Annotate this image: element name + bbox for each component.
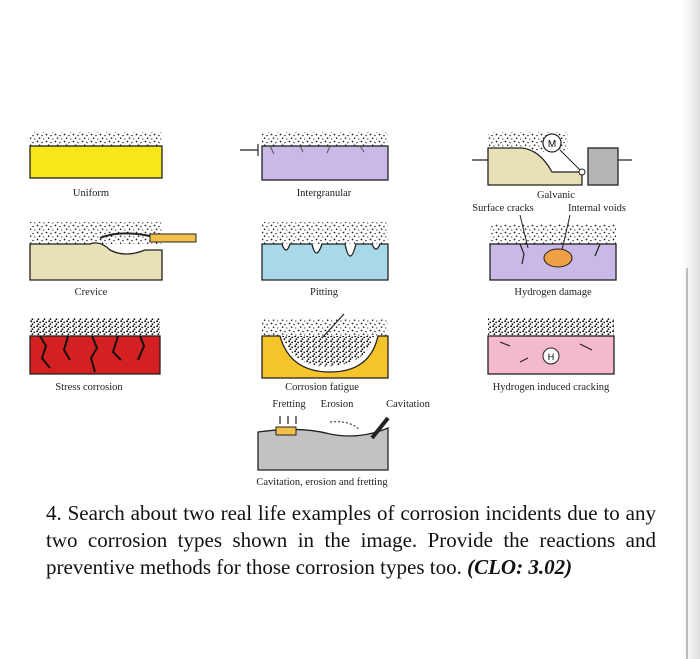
- hydrogen-cracking-panel: H: [487, 318, 615, 375]
- question-text: 4. Search about two real life examples o…: [46, 501, 656, 579]
- hydrogen-damage-panel: [489, 214, 617, 281]
- corrosion-fatigue-label: Corrosion fatigue: [285, 382, 359, 393]
- uniform-panel: [29, 132, 163, 179]
- crevice-label: Crevice: [74, 287, 108, 298]
- cavitation-erosion-fretting-label: Cavitation, erosion and fretting: [256, 477, 388, 488]
- intergranular-panel: [240, 132, 389, 181]
- cavitation-label: Cavitation: [386, 399, 430, 410]
- corrosion-fatigue-panel: [261, 313, 389, 379]
- hydrogen-induced-cracking-label: Hydrogen induced cracking: [492, 382, 610, 393]
- crevice-panel: [29, 222, 197, 281]
- clo-tag: (CLO: 3.02): [467, 555, 573, 579]
- erosion-label: Erosion: [320, 399, 354, 410]
- uniform-metal: [29, 145, 163, 179]
- fretting-label: Fretting: [272, 399, 306, 410]
- cavitation-panel: [257, 416, 390, 471]
- galvanic-label: Galvanic: [537, 190, 575, 201]
- hydrogen-symbol: H: [548, 352, 555, 362]
- galvanic-metal-symbol: M: [548, 139, 556, 150]
- uniform-label: Uniform: [72, 188, 110, 199]
- scrollbar-track[interactable]: [686, 268, 688, 659]
- stress-corrosion-panel: [29, 318, 161, 375]
- stress-corrosion-label: Stress corrosion: [55, 382, 123, 393]
- hydrogen-damage-label: Hydrogen damage: [514, 287, 592, 298]
- surface-cracks-label: Surface cracks: [472, 203, 534, 214]
- internal-voids-label: Internal voids: [567, 203, 627, 214]
- intergranular-label: Intergranular: [296, 188, 352, 199]
- galvanic-panel: M: [472, 132, 632, 186]
- corrosion-types-figure: M H: [29, 132, 632, 471]
- pitting-panel: [261, 222, 389, 281]
- pitting-label: Pitting: [309, 287, 339, 298]
- question-paragraph: 4. Search about two real life examples o…: [46, 500, 656, 581]
- page-edge: [682, 0, 700, 659]
